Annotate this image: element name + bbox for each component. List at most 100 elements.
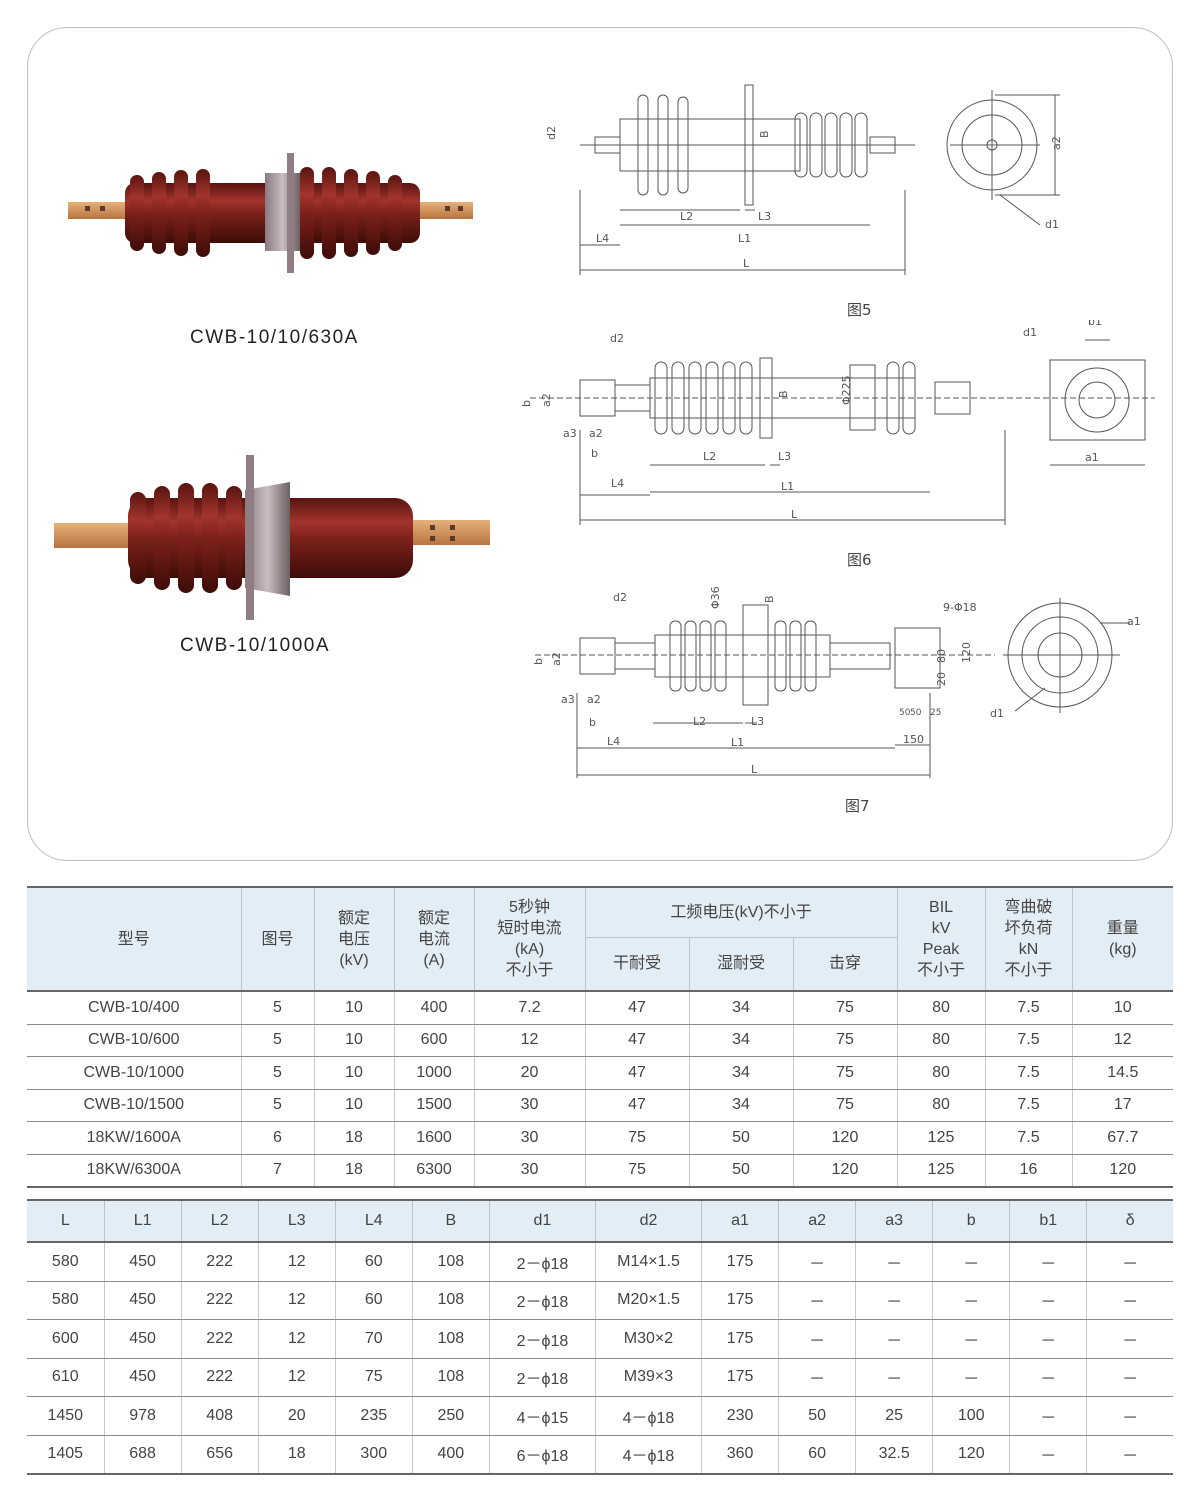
table-cell: 125 [896, 1154, 986, 1188]
header-rated-voltage: 额定电压(kV) [313, 886, 395, 992]
svg-text:Φ225: Φ225 [840, 375, 853, 405]
svg-text:L: L [743, 257, 750, 270]
table-cell: 400 [393, 991, 475, 1025]
table-cell: 12 [1071, 1024, 1174, 1057]
table-cell: 70 [334, 1319, 413, 1359]
table-cell: － [1009, 1281, 1088, 1320]
table-cell: 50 [688, 1121, 794, 1155]
table-cell: － [1086, 1319, 1173, 1359]
table-cell: － [1009, 1242, 1088, 1282]
svg-text:b: b [591, 447, 598, 460]
table-cell: CWB-10/600 [27, 1024, 242, 1057]
table-cell: 222 [180, 1358, 259, 1397]
svg-text:a3: a3 [563, 427, 577, 440]
column-header: a3 [855, 1199, 934, 1243]
table-cell: 222 [180, 1242, 259, 1282]
table-cell: 7.5 [984, 991, 1073, 1025]
header-short-current: 5秒钟短时电流(kA)不小于 [473, 886, 586, 992]
table-cell: 4－ϕ18 [594, 1435, 703, 1475]
table-cell: 60 [778, 1435, 857, 1475]
table-cell: 34 [688, 991, 794, 1025]
table-cell: 222 [180, 1319, 259, 1359]
table-cell: 2－ϕ18 [488, 1242, 596, 1282]
table-cell: 12 [257, 1281, 336, 1320]
table-cell: 7.5 [984, 1089, 1073, 1122]
table-cell: 108 [411, 1242, 490, 1282]
svg-text:a2: a2 [589, 427, 603, 440]
table-cell: 580 [27, 1242, 105, 1282]
svg-text:Φ36: Φ36 [709, 586, 722, 609]
svg-text:L: L [791, 508, 798, 521]
svg-text:L1: L1 [731, 736, 744, 749]
table-cell: － [1086, 1396, 1173, 1436]
table-cell: － [932, 1319, 1011, 1359]
table-cell: 18KW/6300A [27, 1154, 242, 1188]
table-cell: 67.7 [1071, 1121, 1174, 1155]
column-header: B [411, 1199, 490, 1243]
table-cell: 450 [103, 1358, 182, 1397]
table-cell: CWB-10/400 [27, 991, 242, 1025]
svg-text:L4: L4 [596, 232, 609, 245]
table-cell: － [932, 1281, 1011, 1320]
table-cell: 12 [257, 1242, 336, 1282]
svg-text:b: b [589, 716, 596, 729]
table-cell: 18 [257, 1435, 336, 1475]
table-cell: 18 [313, 1121, 395, 1155]
svg-text:20: 20 [935, 672, 948, 686]
table-cell: M30×2 [594, 1319, 703, 1359]
figure-5-label: 图5 [847, 301, 872, 319]
table-cell: － [778, 1281, 857, 1320]
table-cell: 230 [701, 1396, 780, 1436]
table-cell: 450 [103, 1281, 182, 1320]
column-header: a1 [701, 1199, 780, 1243]
table-cell: 450 [103, 1242, 182, 1282]
column-header: L3 [257, 1199, 336, 1243]
table-cell: M20×1.5 [594, 1281, 703, 1320]
table-cell: 30 [473, 1154, 586, 1188]
table-cell: － [778, 1358, 857, 1397]
table-cell: － [1086, 1242, 1173, 1282]
table-cell: 1500 [393, 1089, 475, 1122]
table-cell: 30 [473, 1121, 586, 1155]
svg-text:L1: L1 [738, 232, 751, 245]
table-cell: 75 [584, 1154, 690, 1188]
table-cell: 60 [334, 1281, 413, 1320]
svg-text:d2: d2 [610, 332, 624, 345]
table-cell: 12 [473, 1024, 586, 1057]
table-cell: 175 [701, 1319, 780, 1359]
table-cell: － [855, 1281, 934, 1320]
column-header: L4 [334, 1199, 413, 1243]
svg-text:80: 80 [935, 649, 948, 663]
column-header: L [27, 1199, 105, 1243]
table-cell: 1600 [393, 1121, 475, 1155]
table-cell: 10 [313, 1056, 395, 1090]
table-cell: － [855, 1242, 934, 1282]
table-cell: 47 [584, 1024, 690, 1057]
header-rated-current: 额定电流(A) [393, 886, 475, 992]
table-cell: 7.5 [984, 1056, 1073, 1090]
table-cell: 108 [411, 1319, 490, 1359]
table-cell: 75 [792, 1024, 898, 1057]
table-cell: 100 [932, 1396, 1011, 1436]
table-cell: 5 [240, 991, 315, 1025]
svg-text:L2: L2 [693, 715, 706, 728]
svg-text:B: B [758, 130, 771, 138]
svg-text:a1: a1 [1127, 615, 1141, 628]
table-cell: 34 [688, 1056, 794, 1090]
table-cell: 60 [334, 1242, 413, 1282]
table-cell: 6－ϕ18 [488, 1435, 596, 1475]
svg-text:d1: d1 [1023, 326, 1037, 339]
table-cell: 7.2 [473, 991, 586, 1025]
header-model: 型号 [27, 886, 242, 992]
table-cell: 6300 [393, 1154, 475, 1188]
table-cell: 32.5 [855, 1435, 934, 1475]
